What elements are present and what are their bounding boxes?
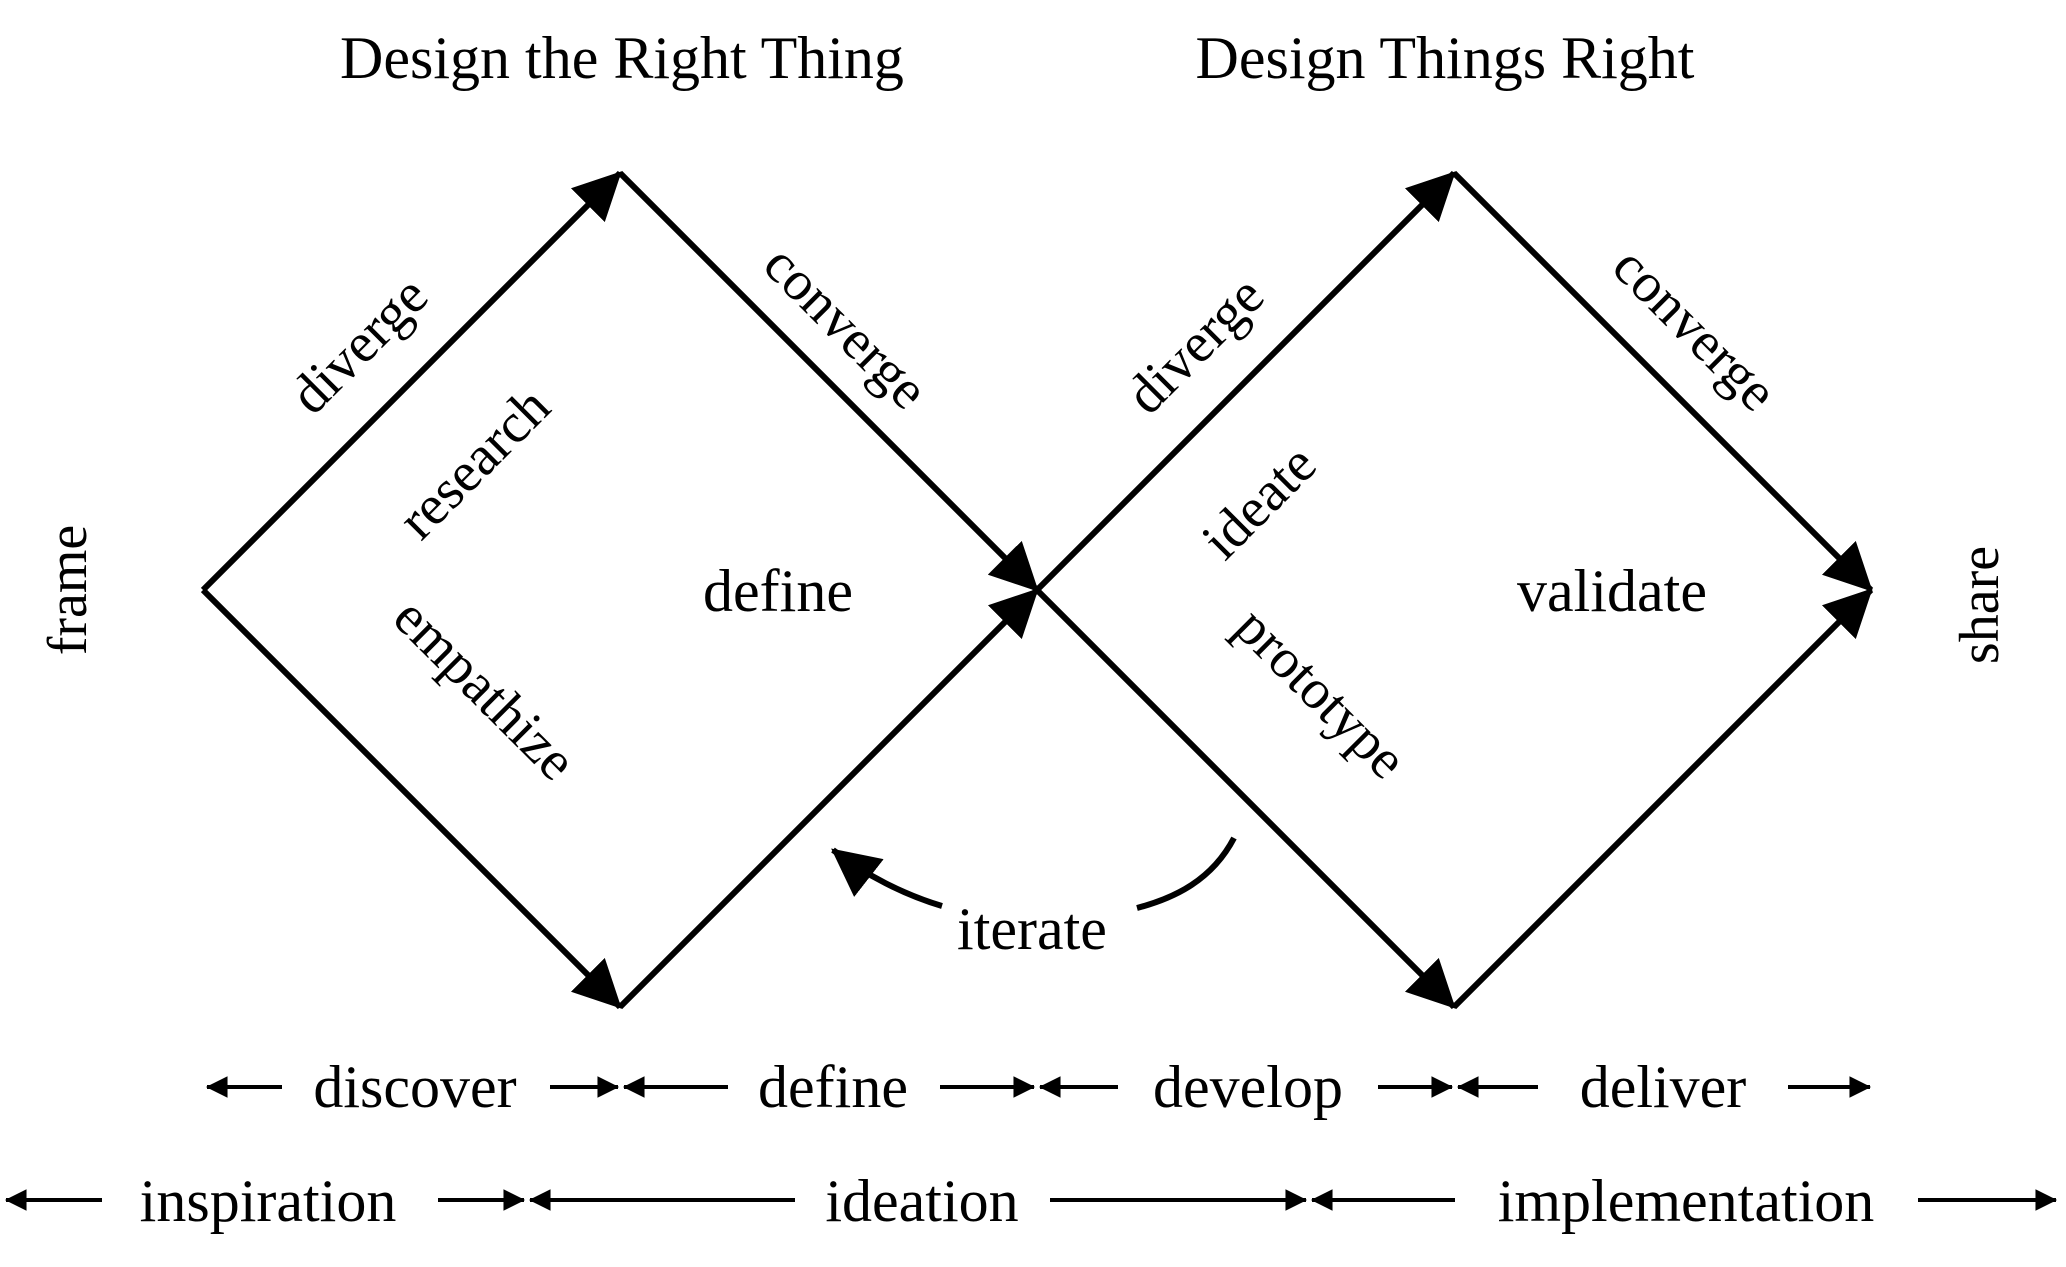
iterate-curve-left-arrow	[831, 847, 943, 909]
stage-implementation: implementation	[1498, 1168, 1875, 1234]
define-center-label: define	[703, 558, 853, 624]
phase-row: discover define develop deliver	[205, 1054, 1872, 1120]
right-diverge-label: diverge	[1114, 264, 1276, 426]
right-converge-down-arrow	[1451, 170, 1874, 593]
phase-deliver: deliver	[1580, 1054, 1747, 1120]
right-diamond	[1034, 170, 1874, 1010]
left-diverge-up-arrow	[200, 170, 623, 593]
left-converge-label: converge	[752, 233, 940, 421]
stage-row: inspiration ideation implementation	[4, 1168, 2058, 1234]
left-diamond	[200, 170, 1040, 1010]
share-label: share	[1949, 546, 2011, 664]
left-diverge-down-arrow	[200, 587, 623, 1010]
left-converge-down-arrow	[617, 170, 1040, 593]
phase-define: define	[758, 1054, 908, 1120]
right-diverge-down-arrow	[1034, 587, 1457, 1010]
ideate-label: ideate	[1190, 433, 1328, 571]
right-diverge-up-arrow	[1034, 170, 1457, 593]
frame-label: frame	[37, 525, 99, 656]
stage-ideation: ideation	[825, 1168, 1018, 1234]
right-converge-label: converge	[1601, 235, 1789, 423]
iterate-curve-right	[1136, 836, 1237, 911]
phase-discover: discover	[313, 1054, 516, 1120]
empathize-label: empathize	[381, 586, 588, 793]
left-converge-up-arrow	[617, 587, 1040, 1010]
iterate-label: iterate	[957, 896, 1107, 962]
heading-design-right-thing: Design the Right Thing	[340, 25, 904, 91]
phase-develop: develop	[1153, 1054, 1343, 1120]
prototype-label: prototype	[1223, 595, 1419, 791]
stage-inspiration: inspiration	[140, 1168, 397, 1234]
research-label: research	[386, 375, 562, 551]
validate-center-label: validate	[1517, 558, 1707, 624]
heading-design-things-right: Design Things Right	[1196, 25, 1695, 91]
right-converge-up-arrow	[1451, 587, 1874, 1010]
left-diverge-label: diverge	[278, 264, 440, 426]
iterate-loop: iterate	[831, 836, 1237, 962]
